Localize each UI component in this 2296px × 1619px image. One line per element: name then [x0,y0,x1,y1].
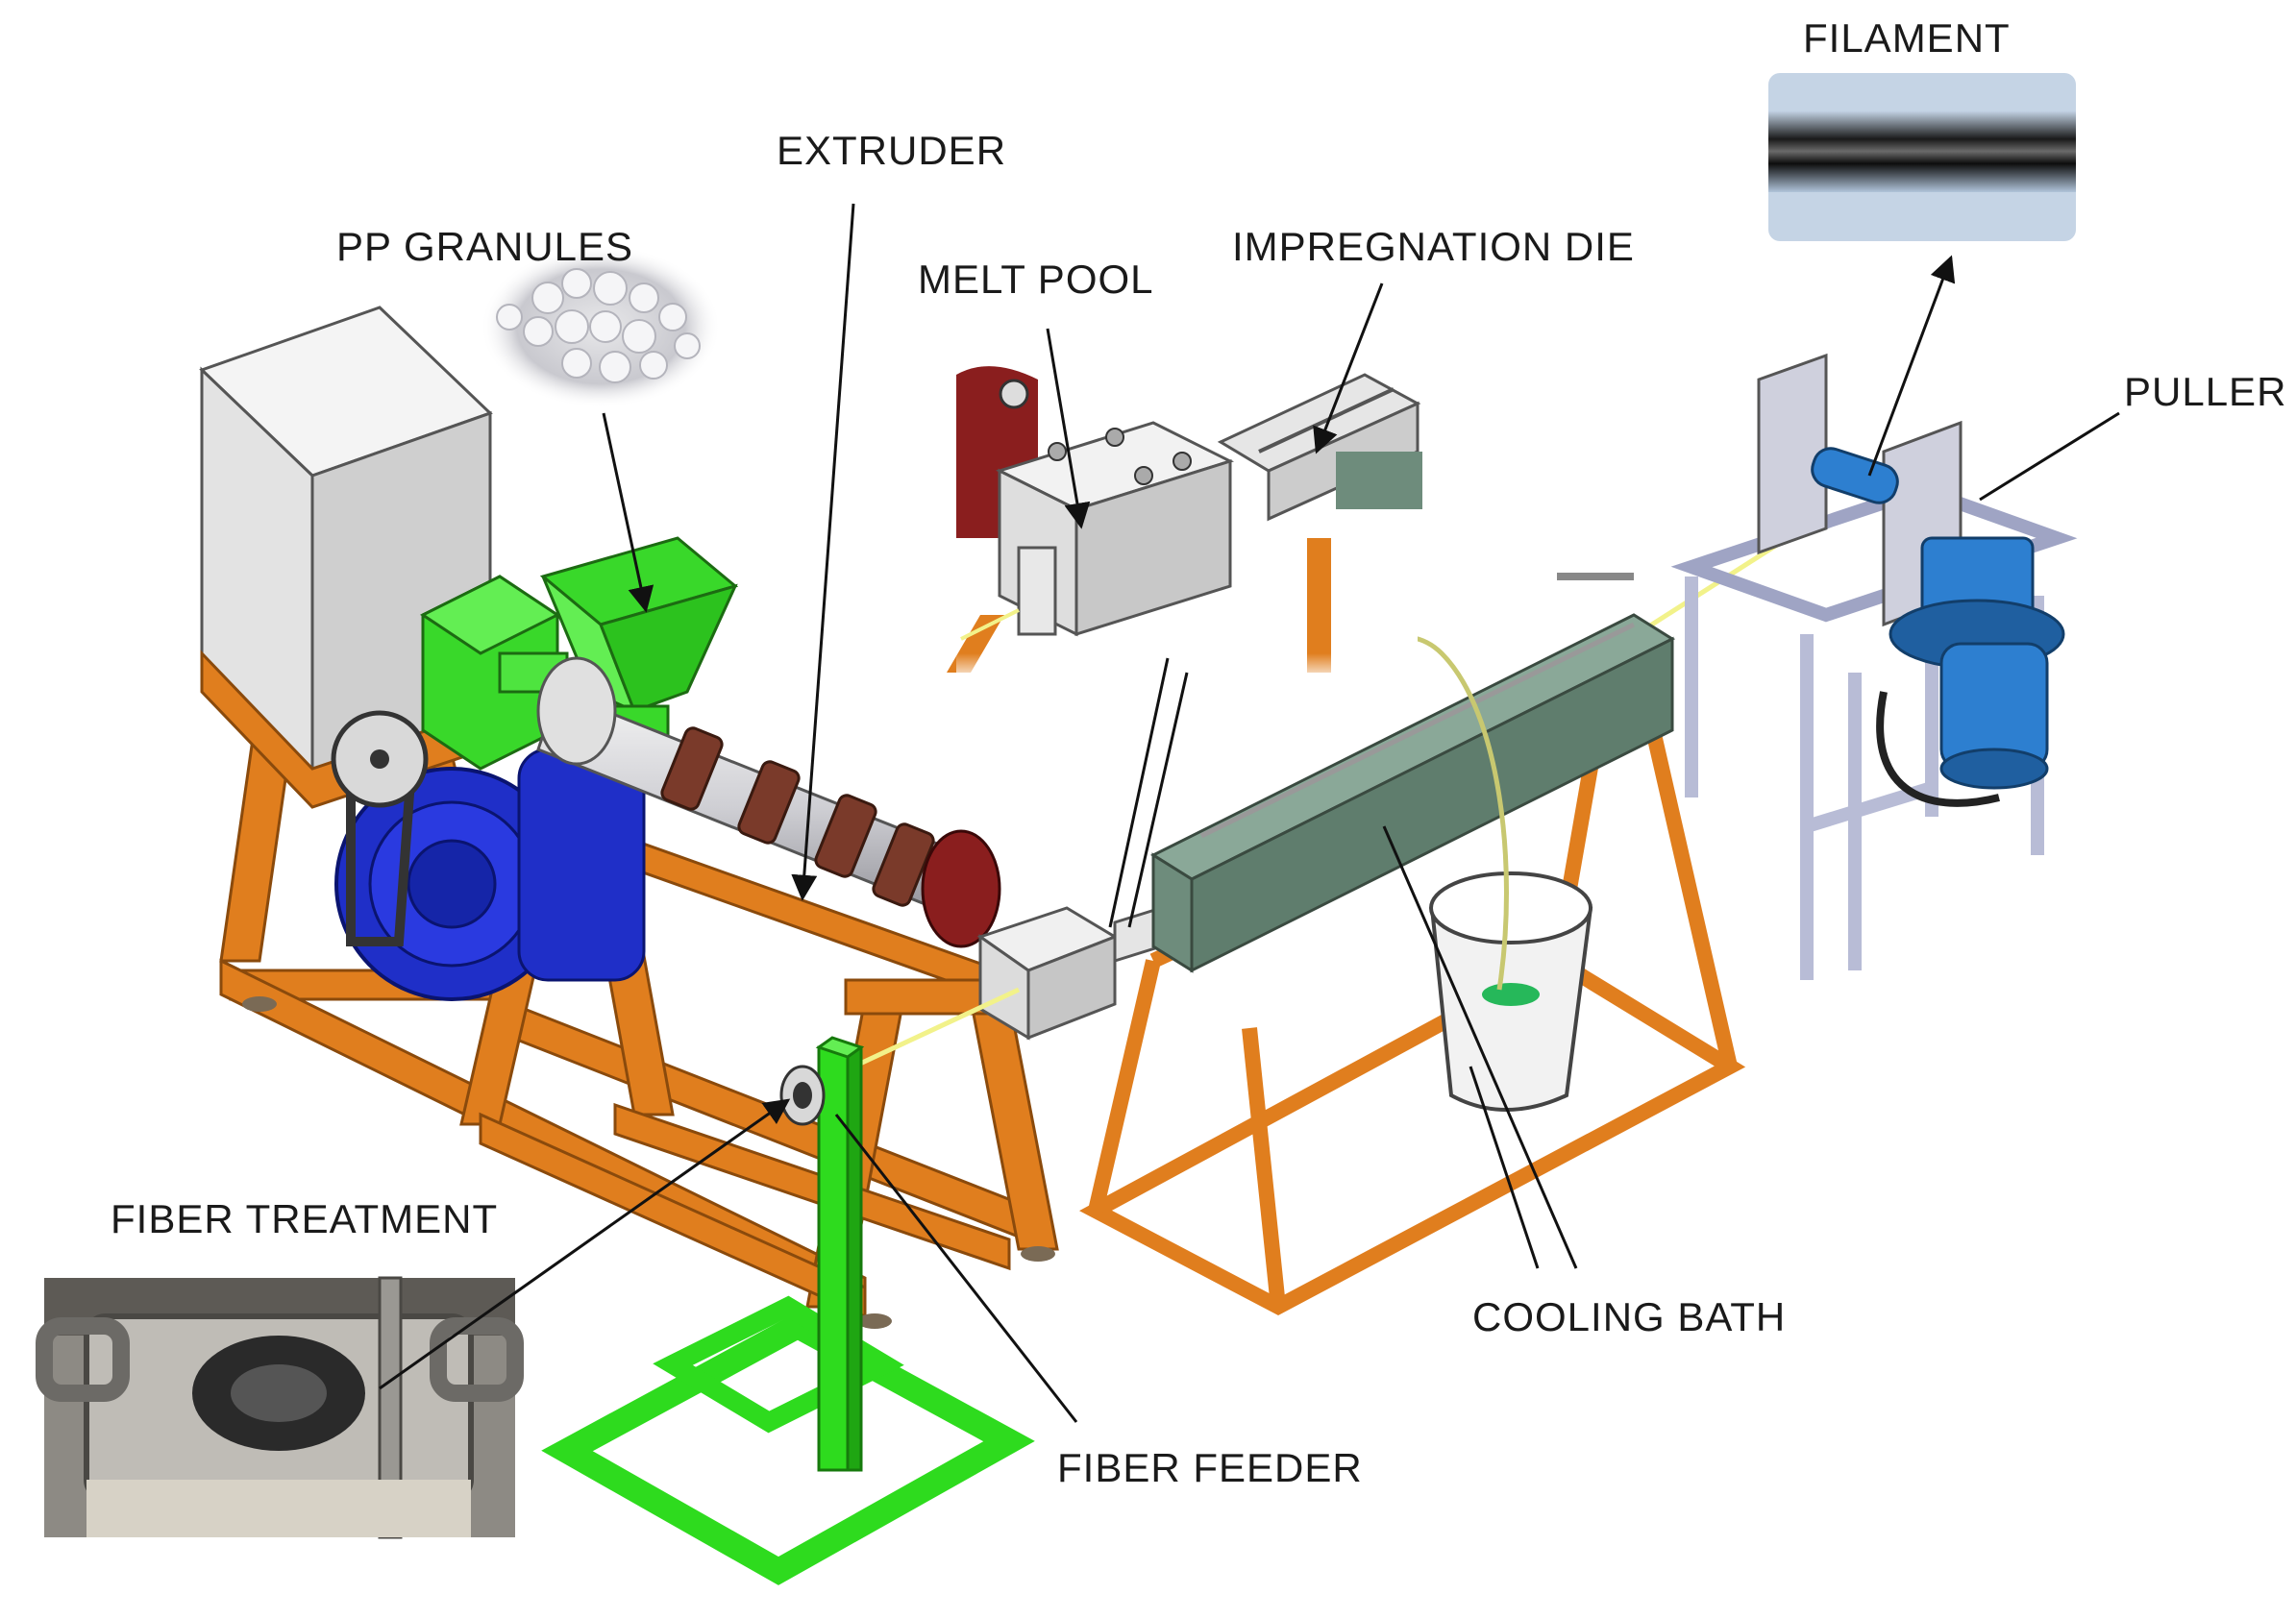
belt-pulley [331,710,429,946]
label-impregnation-die: IMPREGNATION DIE [1232,224,1635,269]
line-fiber-feeder [834,1114,1078,1423]
leader-lines [379,203,2120,1423]
label-cooling-bath: COOLING BATH [1472,1294,1787,1339]
line-die-connector [1108,657,1170,928]
fiber-treatment-image [36,1276,524,1539]
line-die-connector-2 [1127,672,1189,928]
fiber-feeder-stand [541,1036,1035,1585]
puller-roller [1811,447,1899,504]
label-fiber-treatment: FIBER TREATMENT [111,1196,499,1241]
cooling-trough [1149,573,1676,973]
label-pp-granules: PP GRANULES [336,224,633,269]
filament-image [1768,73,2076,279]
label-fiber-feeder: FIBER FEEDER [1057,1445,1363,1490]
puller-motor [1889,536,2065,790]
frame-feet [242,996,1055,1329]
puller-frame [1670,482,2078,980]
label-filament: FILAMENT [1803,15,2011,61]
line-puller [1979,411,2120,502]
extruder-barrel [536,656,1001,948]
melt-pool-inset [947,365,1422,682]
arrow-fiber-treatment [379,1098,791,1390]
line-cooling-bath-2 [1469,1066,1540,1269]
gearbox [420,575,569,771]
arrow-extruder [791,203,855,901]
bucket [1429,871,1593,1112]
fiber-spool [779,1065,826,1126]
label-melt-pool: MELT POOL [918,257,1154,302]
arrow-pp-granules [602,412,654,613]
arrow-filament [1867,255,1956,477]
label-puller: PULLER [2124,369,2287,414]
arrow-melt-pool [1046,328,1091,529]
label-extruder: EXTRUDER [777,128,1007,173]
arrow-impregnation-die [1313,282,1384,454]
pp-granules-image [481,245,721,408]
line-cooling-bath [1382,825,1578,1269]
puller-cable [1876,691,2000,807]
